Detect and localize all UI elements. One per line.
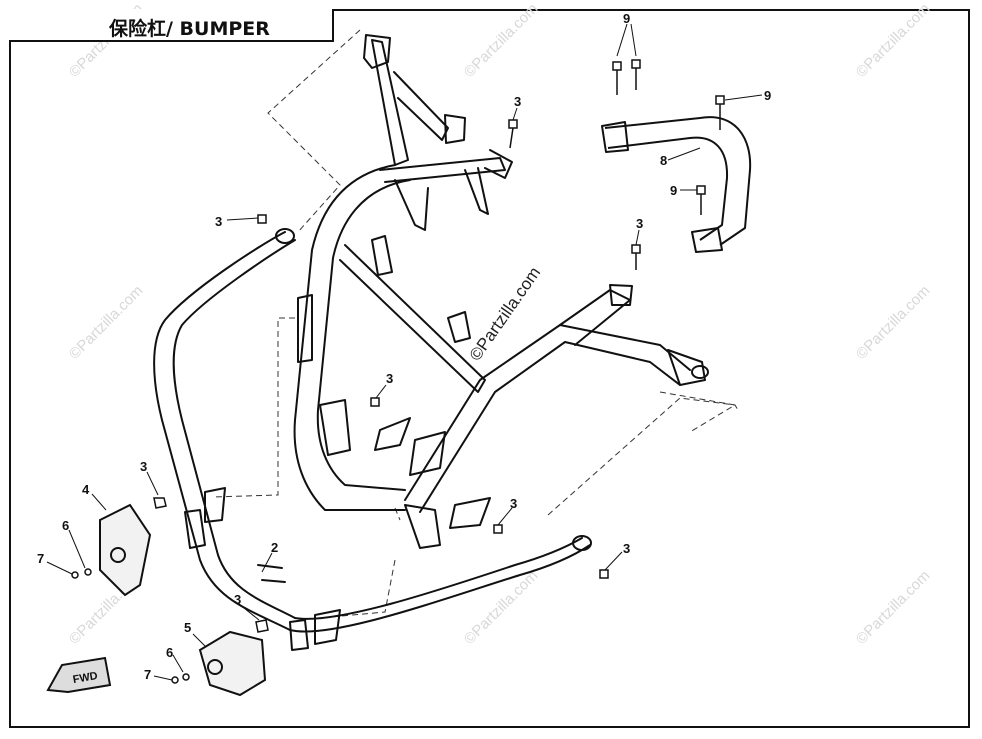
callout-number: 3	[234, 592, 241, 607]
callout-number: 7	[144, 667, 151, 682]
center-watermark: ©Partzilla.com	[466, 263, 545, 364]
watermark: ©Partzilla.com	[853, 0, 934, 81]
nut-icon	[255, 619, 269, 633]
title-box	[9, 9, 334, 42]
bolt-icon	[71, 571, 79, 579]
bolt-icon	[370, 397, 380, 407]
bumper-frame	[153, 34, 709, 651]
callout-number: 3	[636, 216, 643, 231]
callout-number: 4	[82, 482, 90, 497]
callout-number: 3	[514, 94, 521, 109]
watermark: ©Partzilla.com	[461, 0, 542, 81]
bolt-icon	[257, 214, 267, 224]
bolt-icon	[631, 244, 641, 270]
fwd-arrow-icon: FWD	[46, 656, 112, 694]
bolt-icon	[612, 61, 622, 95]
bolt-icon	[631, 59, 641, 90]
watermark: ©Partzilla.com	[853, 567, 934, 648]
dashed-leaders	[211, 29, 739, 619]
callout-number: 6	[166, 645, 173, 660]
watermark: ©Partzilla.com	[66, 282, 147, 363]
washer-icon	[84, 568, 92, 576]
grab-bar-part-8	[601, 116, 752, 253]
cover-part-4	[99, 503, 152, 597]
callout-number: 9	[623, 11, 630, 26]
callout-number: 3	[140, 459, 147, 474]
bolt-icon	[696, 185, 706, 215]
callout-number: 5	[184, 620, 191, 635]
callout-number: 3	[510, 496, 517, 511]
callout-number: 3	[386, 371, 393, 386]
bolt-icon	[493, 524, 503, 534]
bolt-icon	[171, 676, 179, 684]
page-title: 保险杠/ BUMPER	[109, 18, 270, 40]
callout-number: 6	[62, 518, 69, 533]
callout-number: 8	[660, 153, 667, 168]
watermark: ©Partzilla.com	[853, 282, 934, 363]
diagram-frame	[9, 9, 970, 728]
bolt-icon	[715, 95, 725, 130]
callout-number: 9	[670, 183, 677, 198]
callout-number: 7	[37, 551, 44, 566]
callout-number: 9	[764, 88, 771, 103]
bolt-icon	[508, 119, 518, 149]
nut-icon	[153, 497, 167, 509]
cover-part-5	[198, 630, 267, 697]
watermarks: ©Partzilla.com ©Partzilla.com ©Partzilla…	[66, 0, 934, 648]
callout-number: 3	[215, 214, 222, 229]
washer-icon	[182, 673, 190, 681]
fwd-label: FWD	[72, 670, 99, 686]
callouts: 9 9 9 3 3 8 3 3 3 4 6 7 2 3 3 5 6 7 3	[37, 11, 771, 682]
callout-number: 3	[623, 541, 630, 556]
fasteners	[71, 59, 725, 684]
bolt-icon	[599, 569, 609, 579]
callout-number: 2	[271, 540, 278, 555]
callout-leaders	[46, 23, 763, 681]
